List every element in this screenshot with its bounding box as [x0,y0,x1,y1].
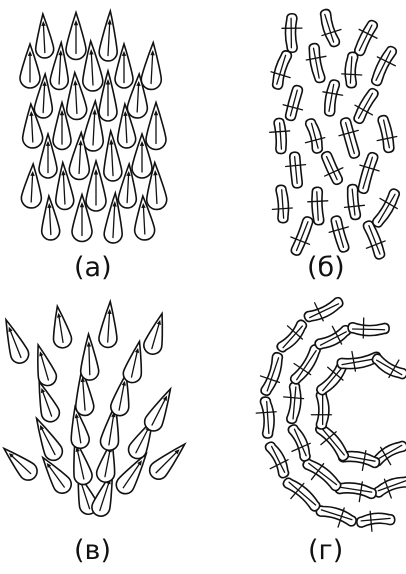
rod-cell [280,83,308,122]
panel-d [255,292,405,532]
rod-cell [269,118,291,155]
rod-cell [372,114,399,155]
rod-cell [371,471,406,503]
teardrop-cell [98,301,119,348]
teardrop-outline [0,442,41,484]
rod-cell [341,52,363,88]
rod-axis [353,329,385,330]
caption-a: (а) [74,253,112,283]
teardrop-cell [66,13,86,60]
rod-outline [372,473,406,498]
rod-cell [260,438,295,481]
rod-cross-tick [308,201,328,202]
rod-cell [267,48,298,91]
rod-cell [315,7,346,49]
teardrop-cell [142,385,179,434]
rod-cell [300,117,328,156]
rod-cell [284,151,307,189]
teardrop-cell [0,316,31,365]
panel-a [10,8,170,253]
teardrop-cell [99,11,120,62]
caption-b: (б) [307,253,345,283]
teardrop-cell [34,14,54,59]
rod-cell [282,14,302,53]
rod-cell [278,473,324,517]
rod-cell [255,396,278,438]
rod-cell [311,391,331,429]
rod-cell [271,185,293,224]
rod-cell [356,509,396,532]
rod-cell [316,148,348,188]
teardrop-outline [0,316,31,365]
rod-cell [304,42,331,84]
rod-cell [282,422,316,465]
rod-cell [281,382,304,425]
rod-cell [357,218,390,262]
panel-c [5,287,185,532]
rod-cross-tick [272,208,292,209]
teardrop-cell [141,42,163,90]
teardrop-cell [0,442,41,484]
teardrop-cell [80,334,99,381]
teardrop-cell [146,103,166,150]
rod-cross-tick [270,131,290,132]
panel-b [262,8,402,253]
rod-cell [366,43,402,89]
rod-arc-pattern-d [255,292,405,532]
caption-d: (г) [308,536,343,566]
teardrop-pattern-a [10,8,170,253]
rod-cell [255,350,288,398]
teardrop-fan-pattern-c [5,287,185,532]
rod-outline [370,353,406,383]
rod-cell [272,315,312,357]
rod-cell [319,78,345,117]
caption-c: (в) [74,536,111,566]
teardrop-cell [142,311,171,356]
rod-pattern-b [262,8,402,253]
rod-cell [348,318,389,339]
teardrop-cell [30,342,59,387]
rod-cell [301,292,347,328]
teardrop-cell [48,305,72,349]
teardrop-cell [146,438,191,483]
rod-cell [334,478,378,504]
rod-cell [325,214,354,255]
